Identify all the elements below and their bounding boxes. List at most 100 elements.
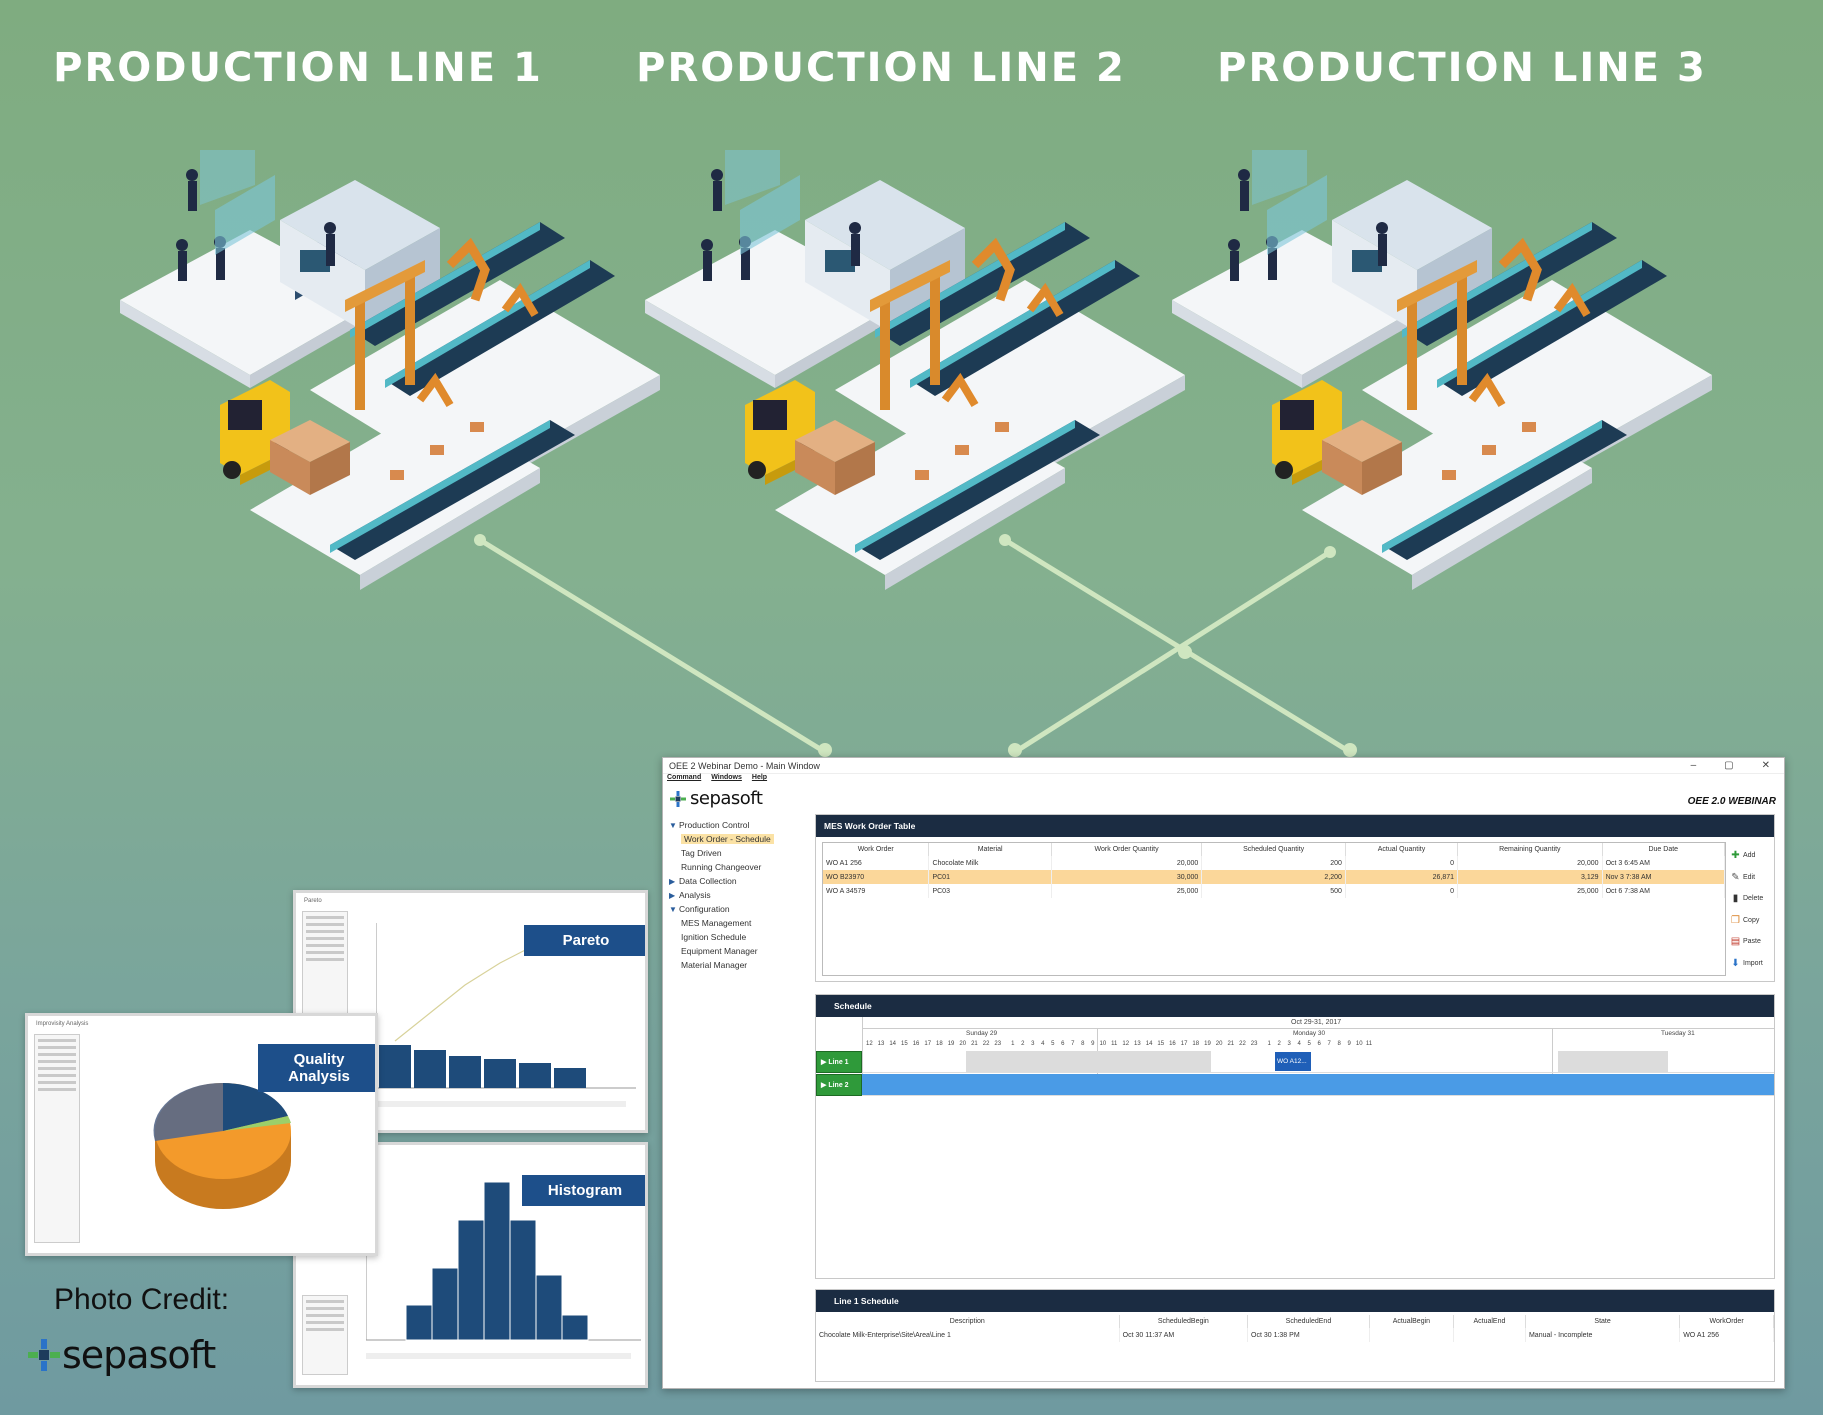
work-order-panel: MES Work Order Table Work Order Material… xyxy=(815,814,1775,982)
cell: 20,000 xyxy=(1457,856,1603,870)
col-material[interactable]: Material xyxy=(928,843,1052,856)
cell: Oct 30 1:38 PM xyxy=(1247,1328,1370,1342)
nav-analysis[interactable]: ▶Analysis xyxy=(669,888,799,902)
webinar-label: OEE 2.0 WEBINAR xyxy=(1687,796,1776,807)
collapsed-caret-icon[interactable]: ▶ xyxy=(669,877,676,886)
nav-tree: ▼Production Control Work Order - Schedul… xyxy=(669,818,799,972)
factory-illustration-line-3 xyxy=(1172,150,1712,590)
import-button[interactable]: ⬇Import xyxy=(1731,957,1763,969)
pareto-window-title: Pareto xyxy=(304,898,322,904)
line-2-tag[interactable]: ▶ Line 2 xyxy=(816,1074,862,1096)
photo-credit-label: Photo Credit: xyxy=(54,1283,230,1316)
nav-tag-driven[interactable]: Tag Driven xyxy=(681,848,722,858)
collapsed-caret-icon[interactable]: ▶ xyxy=(669,891,676,900)
col-actual-begin[interactable]: ActualBegin xyxy=(1369,1315,1454,1328)
expanded-caret-icon[interactable]: ▼ xyxy=(669,905,677,914)
sepasoft-logo-icon xyxy=(28,1339,60,1371)
col-scheduled-quantity[interactable]: Scheduled Quantity xyxy=(1201,843,1346,856)
pareto-badge: Pareto xyxy=(524,925,645,956)
day-monday: Monday 30 xyxy=(1293,1030,1326,1037)
nav-mes-management[interactable]: MES Management xyxy=(681,918,752,928)
credit-logo: sepasoft xyxy=(26,1333,216,1377)
cell: 25,000 xyxy=(1457,884,1603,898)
nav-configuration[interactable]: ▼Configuration xyxy=(669,902,799,916)
close-icon[interactable]: ✕ xyxy=(1761,760,1770,771)
maximize-icon[interactable]: ▢ xyxy=(1724,760,1734,771)
col-scheduled-begin[interactable]: ScheduledBegin xyxy=(1119,1315,1249,1328)
pencil-icon: ✎ xyxy=(1731,871,1740,883)
expanded-caret-icon[interactable]: ▼ xyxy=(669,821,677,830)
copy-button[interactable]: ❐Copy xyxy=(1731,914,1760,926)
cell: WO A1 256 xyxy=(823,856,930,870)
nav-running-changeover[interactable]: Running Changeover xyxy=(681,862,762,872)
col-scheduled-end[interactable]: ScheduledEnd xyxy=(1247,1315,1370,1328)
main-window[interactable]: OEE 2 Webinar Demo - Main Window – ▢ ✕ C… xyxy=(662,757,1785,1389)
cell: Oct 30 11:37 AM xyxy=(1119,1328,1249,1342)
schedule-date-range: Oct 29-31, 2017 xyxy=(1291,1019,1342,1026)
production-line-3-title: PRODUCTION LINE 3 xyxy=(1217,45,1707,91)
nav-data-collection[interactable]: ▶Data Collection xyxy=(669,874,799,888)
cell: Chocolate Milk xyxy=(928,856,1052,870)
work-order-panel-title: MES Work Order Table xyxy=(816,815,1774,837)
download-arrow-icon: ⬇ xyxy=(1731,957,1740,969)
col-description[interactable]: Description xyxy=(816,1315,1120,1328)
col-due-date[interactable]: Due Date xyxy=(1602,843,1726,856)
window-titlebar[interactable]: OEE 2 Webinar Demo - Main Window – ▢ ✕ xyxy=(663,758,1784,774)
cell: WO B23970 xyxy=(823,870,930,884)
cell: WO A 34579 xyxy=(823,884,930,898)
cell: Oct 3 6:45 AM xyxy=(1602,856,1726,870)
nav-material-manager[interactable]: Material Manager xyxy=(681,960,748,970)
cell: 25,000 xyxy=(1051,884,1203,898)
scheduled-work-order-bar[interactable]: WO A12... xyxy=(1275,1052,1311,1071)
menu-windows[interactable]: Windows xyxy=(711,774,742,781)
col-actual-quantity[interactable]: Actual Quantity xyxy=(1345,843,1459,856)
nav-ignition-schedule[interactable]: Ignition Schedule xyxy=(681,932,747,942)
col-work-order-quantity[interactable]: Work Order Quantity xyxy=(1051,843,1203,856)
col-work-order[interactable]: Work Order xyxy=(823,843,930,856)
downtime-block xyxy=(1558,1051,1668,1072)
cell: Oct 6 7:38 AM xyxy=(1602,884,1726,898)
line-1-tag[interactable]: ▶ Line 1 xyxy=(816,1051,862,1073)
delete-button[interactable]: ▮Delete xyxy=(1730,888,1772,910)
copy-icon: ❐ xyxy=(1731,914,1740,926)
col-actual-end[interactable]: ActualEnd xyxy=(1453,1315,1526,1328)
paste-button[interactable]: ▤Paste xyxy=(1730,936,1761,948)
line1-schedule-title: Line 1 Schedule xyxy=(816,1290,1774,1312)
nav-production-control[interactable]: ▼Production Control xyxy=(669,818,799,832)
cell: Nov 3 7:38 AM xyxy=(1602,870,1726,884)
menu-help[interactable]: Help xyxy=(751,774,768,781)
cell: 2,200 xyxy=(1201,870,1346,884)
table-row[interactable]: Chocolate Milk-Enterprise\Site\Area\Line… xyxy=(816,1328,1774,1342)
pareto-chart xyxy=(376,923,636,1107)
cell: 26,871 xyxy=(1345,870,1459,884)
menu-command[interactable]: Command xyxy=(667,774,702,781)
schedule-gantt[interactable]: Oct 29-31, 2017 Sunday 29 Monday 30 Tues… xyxy=(816,1017,1774,1278)
sepasoft-logo-icon xyxy=(670,790,686,807)
col-state[interactable]: State xyxy=(1525,1315,1681,1328)
expand-icon: ▶ xyxy=(821,1082,829,1089)
line1-schedule-panel: Line 1 Schedule Description ScheduledBeg… xyxy=(815,1289,1775,1382)
add-button[interactable]: ✚Add xyxy=(1731,850,1756,862)
table-row[interactable]: WO A1 256 Chocolate Milk 20,000 200 0 20… xyxy=(823,856,1726,870)
nav-work-order-schedule[interactable]: Work Order - Schedule xyxy=(669,832,799,846)
day-tuesday: Tuesday 31 xyxy=(1661,1030,1695,1037)
nav-equipment-manager[interactable]: Equipment Manager xyxy=(681,946,758,956)
cell: Manual - Incomplete xyxy=(1525,1328,1681,1342)
cell: 3,129 xyxy=(1457,870,1603,884)
quality-analysis-badge: Quality Analysis xyxy=(258,1044,375,1092)
table-row-selected[interactable]: WO B23970 PC01 30,000 2,200 26,871 3,129… xyxy=(823,870,1726,884)
edit-button[interactable]: ✎Edit xyxy=(1731,871,1756,883)
table-row[interactable]: WO A 34579 PC03 25,000 500 0 25,000 Oct … xyxy=(823,884,1726,898)
table-header-row: Description ScheduledBegin ScheduledEnd … xyxy=(816,1315,1774,1328)
cell xyxy=(1369,1328,1454,1342)
window-title: OEE 2 Webinar Demo - Main Window xyxy=(669,760,820,771)
plus-icon: ✚ xyxy=(1731,850,1740,862)
col-remaining-quantity[interactable]: Remaining Quantity xyxy=(1457,843,1603,856)
table-header-row: Work Order Material Work Order Quantity … xyxy=(823,843,1726,856)
gantt-row-line-1[interactable]: ▶ Line 1 WO A12... xyxy=(816,1051,1774,1073)
cell: WO A1 256 xyxy=(1679,1328,1774,1342)
col-work-order[interactable]: WorkOrder xyxy=(1679,1315,1774,1328)
gantt-row-line-2[interactable]: ▶ Line 2 xyxy=(816,1074,1774,1096)
minimize-icon[interactable]: – xyxy=(1690,760,1697,771)
